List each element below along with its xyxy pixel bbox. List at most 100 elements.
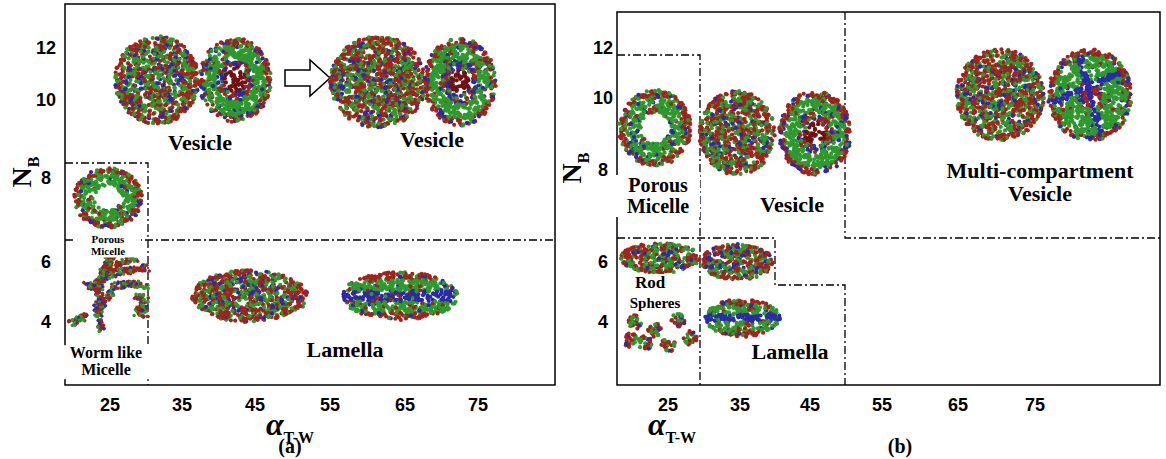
bead (163, 93, 167, 97)
bead (230, 120, 234, 124)
bead (225, 54, 229, 58)
bead (244, 53, 248, 57)
bead (207, 90, 211, 94)
bead (265, 76, 269, 80)
bead (131, 93, 135, 97)
bead (173, 74, 177, 78)
bead (417, 57, 421, 61)
bead (173, 46, 177, 50)
bead (228, 63, 232, 67)
bead (216, 103, 220, 107)
bead (127, 75, 131, 79)
bead (151, 36, 155, 40)
simulation-snapshot (328, 35, 428, 129)
bead (129, 63, 133, 67)
bead (164, 63, 168, 67)
bead (210, 100, 214, 104)
bead (125, 91, 129, 95)
bead (255, 46, 259, 50)
bead (115, 80, 119, 84)
bead (240, 110, 244, 114)
simulation-snapshot (197, 37, 272, 124)
bead (188, 79, 192, 83)
bead (232, 42, 236, 46)
bead (146, 50, 150, 54)
bead (134, 88, 138, 92)
bead (137, 44, 141, 48)
bead (194, 71, 198, 75)
bead (218, 70, 222, 74)
bead (137, 104, 141, 108)
bead (124, 51, 128, 55)
bead (202, 87, 206, 91)
bead (189, 54, 193, 58)
bead (145, 74, 149, 78)
bead (225, 103, 229, 107)
bead (248, 107, 252, 111)
bead (127, 56, 131, 60)
bead (235, 66, 239, 70)
bead (168, 38, 172, 42)
bead (231, 93, 235, 97)
bead (173, 58, 177, 62)
bead (147, 109, 151, 113)
bead (132, 57, 136, 61)
bead (156, 107, 160, 111)
bead (227, 70, 231, 74)
bead (220, 75, 224, 79)
bead (194, 82, 198, 86)
bead (224, 73, 228, 77)
bead (240, 107, 244, 111)
bead (226, 90, 230, 94)
bead (258, 76, 262, 80)
bead (142, 109, 146, 113)
bead (162, 59, 166, 63)
bead (119, 72, 123, 76)
bead (125, 47, 129, 51)
bead (132, 113, 136, 117)
bead (117, 86, 121, 90)
bead (147, 113, 151, 117)
bead (219, 87, 223, 91)
bead (154, 66, 158, 70)
bead (180, 80, 184, 84)
bead (147, 60, 151, 64)
bead (142, 69, 146, 73)
bead (132, 107, 136, 111)
bead (121, 102, 125, 106)
bead (238, 88, 242, 92)
bead (141, 61, 145, 65)
bead (256, 104, 260, 108)
bead (205, 83, 209, 87)
bead (122, 58, 126, 62)
bead (211, 73, 215, 77)
bead (169, 52, 173, 56)
bead (204, 63, 208, 67)
simulation-snapshot (113, 34, 201, 125)
bead (229, 84, 233, 88)
bead (156, 55, 160, 59)
bead (160, 115, 164, 119)
bead (143, 44, 147, 48)
bead (244, 63, 248, 67)
bead (264, 72, 268, 76)
bead (143, 79, 147, 83)
bead (168, 69, 172, 73)
bead (238, 70, 242, 74)
bead (164, 71, 168, 75)
bead (258, 93, 262, 97)
bead (156, 121, 160, 125)
bead (168, 109, 172, 113)
bead (148, 70, 152, 74)
bead (124, 79, 128, 83)
bead (244, 95, 248, 99)
bead (231, 80, 235, 84)
bead (222, 83, 226, 87)
bead (157, 96, 161, 100)
bead (128, 67, 132, 71)
bead (207, 70, 211, 74)
bead (163, 97, 167, 101)
bead (149, 78, 153, 82)
bead (357, 38, 361, 42)
